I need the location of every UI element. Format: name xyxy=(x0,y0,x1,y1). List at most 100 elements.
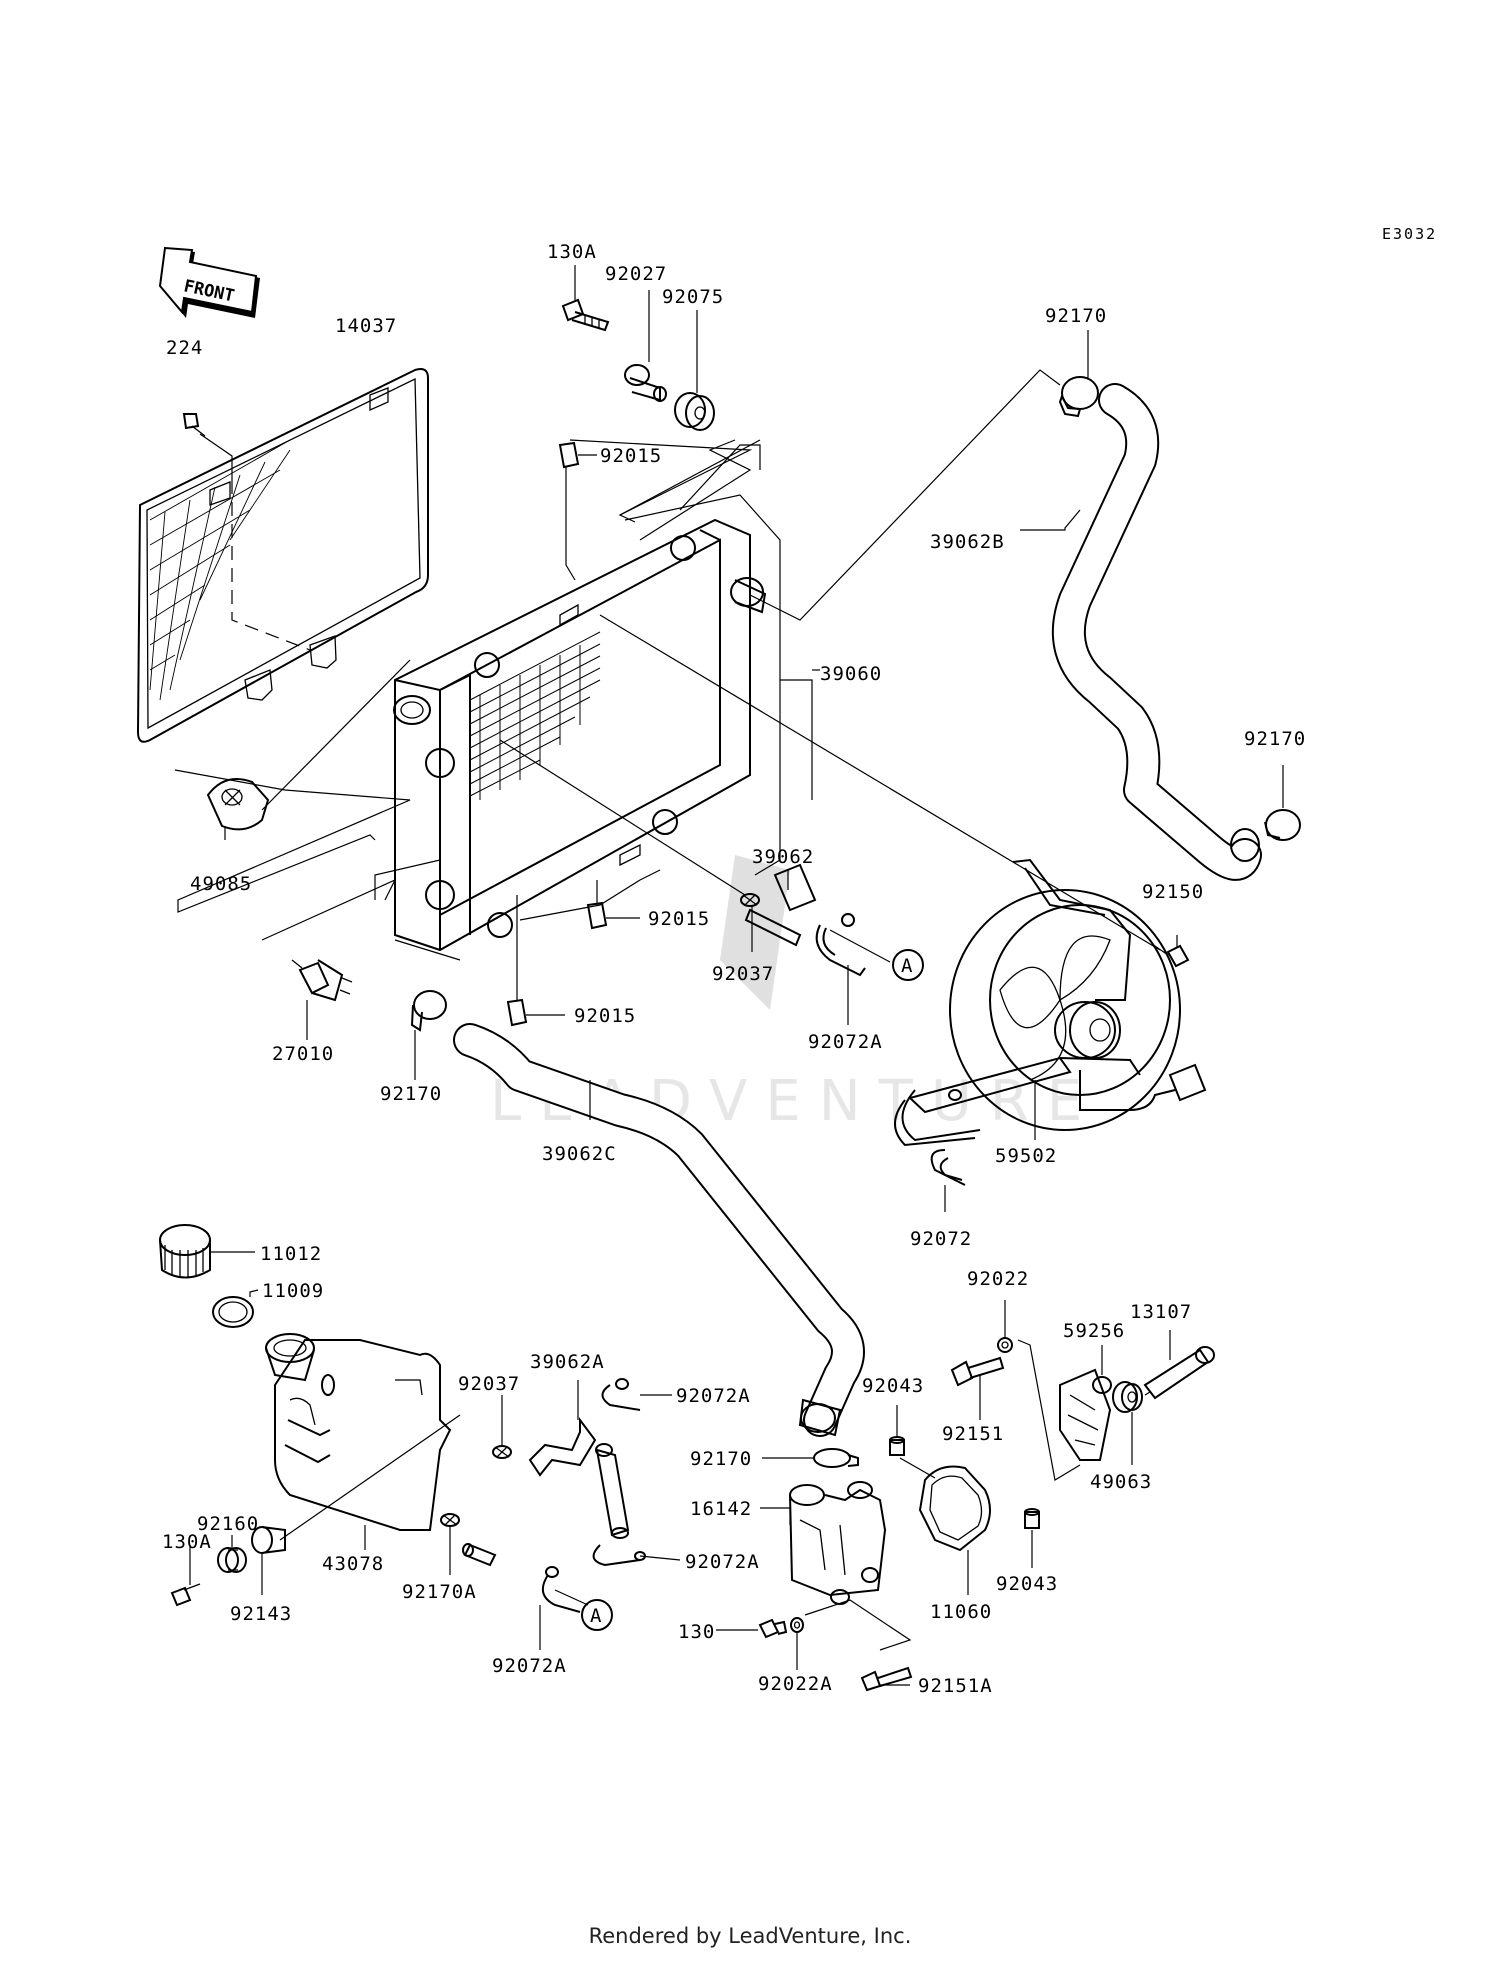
bolt-130a-low xyxy=(170,1545,201,1607)
collar-92027 xyxy=(624,290,667,402)
bolt-92150 xyxy=(599,614,1190,968)
label-39062: 39062 xyxy=(752,846,814,868)
diagram-code: E3032 xyxy=(1382,225,1437,243)
label-92043-top: 92043 xyxy=(862,1375,924,1397)
clip-92037-low xyxy=(492,1395,512,1459)
label-92027: 92027 xyxy=(605,263,667,285)
clip-92037-mid xyxy=(499,739,760,952)
label-92015-mid: 92015 xyxy=(648,908,710,930)
clip-92015-mid xyxy=(586,880,640,930)
upper-hose-39062B xyxy=(1020,383,1262,881)
label-92022-top: 92022 xyxy=(967,1268,1029,1290)
clamp-92170-left xyxy=(410,990,447,1080)
label-92170-left: 92170 xyxy=(380,1083,442,1105)
label-92043-low: 92043 xyxy=(996,1573,1058,1595)
pin-92043-top xyxy=(889,1405,936,1479)
label-39062A: 39062A xyxy=(530,1351,605,1373)
fan-assembly-59502 xyxy=(894,858,1207,1147)
label-59502: 59502 xyxy=(995,1145,1057,1167)
label-92072A-low: 92072A xyxy=(492,1655,567,1677)
label-92170-right: 92170 xyxy=(1244,728,1306,750)
label-16142: 16142 xyxy=(690,1498,752,1520)
grommet-92160 xyxy=(217,1535,247,1573)
label-92151: 92151 xyxy=(942,1423,1004,1445)
hose-piece-small xyxy=(462,1543,497,1567)
fan-switch-27010 xyxy=(261,878,397,1040)
label-49085: 49085 xyxy=(190,873,252,895)
radiator-cap-49085 xyxy=(174,659,411,913)
label-92022A: 92022A xyxy=(758,1673,833,1695)
ref-circle-a-low: A xyxy=(581,1599,613,1631)
hose-39062 xyxy=(744,863,817,947)
label-92151A: 92151A xyxy=(918,1675,993,1697)
radiator-screen xyxy=(136,368,429,743)
bolt-130 xyxy=(716,1618,788,1639)
label-49063: 49063 xyxy=(1090,1471,1152,1493)
impeller-59256 xyxy=(1059,1345,1112,1461)
label-39060: 39060 xyxy=(820,663,882,685)
pin-92043-low xyxy=(1024,1508,1040,1568)
label-92037-mid: 92037 xyxy=(712,963,774,985)
label-92072A-r1: 92072A xyxy=(676,1385,751,1407)
label-11009: 11009 xyxy=(262,1280,324,1302)
label-92143: 92143 xyxy=(230,1603,292,1625)
clamp-92170-right xyxy=(1264,765,1301,841)
water-pump-housing-16142 xyxy=(760,1481,887,1605)
front-arrow-icon: FRONT xyxy=(158,246,260,318)
clamp-92072A-r1 xyxy=(601,1378,672,1411)
clamp-92072 xyxy=(930,1149,966,1212)
label-14037: 14037 xyxy=(335,315,397,337)
bolt-130a-top xyxy=(561,265,610,332)
bolt-92151 xyxy=(950,1356,1005,1420)
clamp-92072A-low xyxy=(539,1566,589,1650)
clamp-92170-top xyxy=(1058,330,1099,418)
render-credit: Rendered by LeadVenture, Inc. xyxy=(588,1924,912,1948)
label-92150: 92150 xyxy=(1142,881,1204,903)
label-92170A: 92170A xyxy=(402,1581,477,1603)
reservoir-tank-43078 xyxy=(274,1339,461,1550)
label-92170-low: 92170 xyxy=(690,1448,752,1470)
label-92072A-r2: 92072A xyxy=(685,1551,760,1573)
gasket-11060 xyxy=(918,1465,991,1595)
ref-a-mid: A xyxy=(901,955,913,977)
radiator xyxy=(393,518,767,952)
washer-92022A xyxy=(790,1599,912,1670)
washer-92022 xyxy=(997,1300,1081,1481)
label-13107: 13107 xyxy=(1130,1301,1192,1323)
label-43078: 43078 xyxy=(322,1553,384,1575)
clamp-92072A-mid xyxy=(815,913,891,1025)
label-39062B: 39062B xyxy=(930,531,1005,553)
clip-92015-top xyxy=(558,439,753,581)
clip-92015-low xyxy=(506,895,565,1027)
label-130a-top: 130A xyxy=(547,241,597,263)
label-39062C: 39062C xyxy=(542,1143,617,1165)
tank-cap-11012 xyxy=(159,1224,255,1279)
label-92015-low: 92015 xyxy=(574,1005,636,1027)
label-224: 224 xyxy=(166,337,203,359)
label-92160: 92160 xyxy=(197,1513,259,1535)
label-59256: 59256 xyxy=(1063,1320,1125,1342)
hose-39062A xyxy=(528,1380,630,1539)
watermark-logo-icon xyxy=(720,855,790,1010)
seal-49063 xyxy=(1112,1381,1143,1465)
clip-92170A xyxy=(440,1513,460,1575)
ref-a-low: A xyxy=(590,1605,602,1627)
label-130: 130 xyxy=(678,1621,715,1643)
filler-neck xyxy=(265,1333,315,1382)
clamp-92072A-r2 xyxy=(592,1544,681,1567)
shaft-13107 xyxy=(1143,1330,1215,1400)
label-92072: 92072 xyxy=(910,1228,972,1250)
label-27010: 27010 xyxy=(272,1043,334,1065)
label-11012: 11012 xyxy=(260,1243,322,1265)
bolt-224 xyxy=(182,413,233,480)
bolt-92151A xyxy=(860,1666,913,1692)
label-92170-top: 92170 xyxy=(1045,305,1107,327)
label-92037-low: 92037 xyxy=(458,1373,520,1395)
label-92075: 92075 xyxy=(662,286,724,308)
grommet-92075 xyxy=(674,310,715,431)
label-11060: 11060 xyxy=(930,1601,992,1623)
radiator-reference-lines xyxy=(374,369,1061,961)
lower-hose-39062C xyxy=(453,1023,865,1437)
ref-circle-a-mid: A xyxy=(892,949,924,981)
